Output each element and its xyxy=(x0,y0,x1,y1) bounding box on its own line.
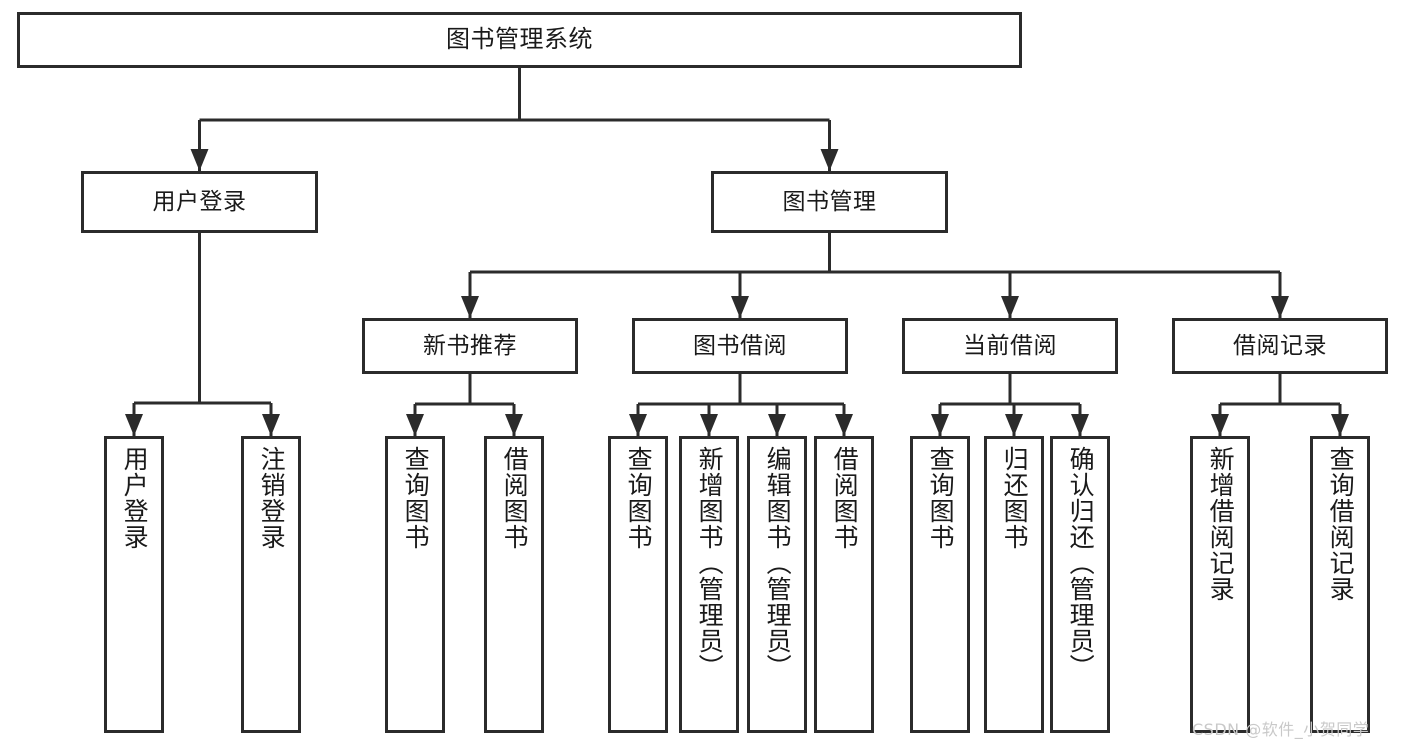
node-label: 借阅图书 xyxy=(830,446,860,550)
node-label: 注销登录 xyxy=(257,446,287,550)
node-label: 借阅图书 xyxy=(500,446,530,550)
node-label: 新增借阅记录 xyxy=(1206,446,1236,602)
node-leaf-cb-query[interactable]: 查询图书 xyxy=(910,436,970,733)
node-new-book-rec[interactable]: 新书推荐 xyxy=(362,318,578,374)
node-label: 查询图书 xyxy=(624,446,654,550)
arrowhead-icon xyxy=(1005,414,1023,436)
node-leaf-br-add[interactable]: 新增借阅记录 xyxy=(1190,436,1250,733)
node-label: 图书借阅 xyxy=(693,332,787,359)
arrowhead-icon xyxy=(629,414,647,436)
node-leaf-bb-add[interactable]: 新增图书（管理员） xyxy=(679,436,739,733)
node-leaf-rec-query[interactable]: 查询图书 xyxy=(385,436,445,733)
node-label: 用户登录 xyxy=(152,188,247,215)
node-label: 图书管理 xyxy=(782,188,877,215)
node-leaf-cb-confirm[interactable]: 确认归还（管理员） xyxy=(1050,436,1110,733)
node-book-borrow[interactable]: 图书借阅 xyxy=(632,318,848,374)
arrowhead-icon xyxy=(1001,296,1019,318)
node-current-borrow[interactable]: 当前借阅 xyxy=(902,318,1118,374)
arrowhead-icon xyxy=(406,414,424,436)
node-borrow-record[interactable]: 借阅记录 xyxy=(1172,318,1388,374)
node-book-manage[interactable]: 图书管理 xyxy=(711,171,948,233)
node-leaf-user-logout[interactable]: 注销登录 xyxy=(241,436,301,733)
node-label: 查询图书 xyxy=(926,446,956,550)
arrowhead-icon xyxy=(461,296,479,318)
arrowhead-icon xyxy=(731,296,749,318)
arrowhead-icon xyxy=(1211,414,1229,436)
arrowhead-icon xyxy=(768,414,786,436)
node-label: 新增图书（管理员） xyxy=(695,446,725,680)
node-leaf-user-login[interactable]: 用户登录 xyxy=(104,436,164,733)
arrowhead-icon xyxy=(820,149,839,171)
node-label: 新书推荐 xyxy=(423,332,517,359)
csdn-watermark: CSDN @软件_小贺同学 xyxy=(1192,720,1370,739)
arrowhead-icon xyxy=(190,149,209,171)
node-label: 当前借阅 xyxy=(963,332,1057,359)
node-label: 查询借阅记录 xyxy=(1326,446,1356,602)
node-label: 归还图书 xyxy=(1000,446,1030,550)
arrowhead-icon xyxy=(262,414,280,436)
node-label: 确认归还（管理员） xyxy=(1066,446,1096,680)
arrowhead-icon xyxy=(125,414,143,436)
node-root[interactable]: 图书管理系统 xyxy=(17,12,1022,68)
node-leaf-br-query[interactable]: 查询借阅记录 xyxy=(1310,436,1370,733)
node-leaf-bb-edit[interactable]: 编辑图书（管理员） xyxy=(747,436,807,733)
node-label: 查询图书 xyxy=(401,446,431,550)
node-label: 借阅记录 xyxy=(1233,332,1327,359)
node-leaf-bb-borrow[interactable]: 借阅图书 xyxy=(814,436,874,733)
arrowhead-icon xyxy=(931,414,949,436)
arrowhead-icon xyxy=(700,414,718,436)
node-user-login[interactable]: 用户登录 xyxy=(81,171,318,233)
node-label: 编辑图书（管理员） xyxy=(763,446,793,680)
node-leaf-bb-query[interactable]: 查询图书 xyxy=(608,436,668,733)
arrowhead-icon xyxy=(835,414,853,436)
arrowhead-icon xyxy=(505,414,523,436)
arrowhead-icon xyxy=(1331,414,1349,436)
node-label: 图书管理系统 xyxy=(446,25,593,54)
arrowhead-icon xyxy=(1071,414,1089,436)
arrowhead-icon xyxy=(1271,296,1289,318)
node-label: 用户登录 xyxy=(120,446,150,550)
node-leaf-cb-return[interactable]: 归还图书 xyxy=(984,436,1044,733)
node-leaf-rec-borrow[interactable]: 借阅图书 xyxy=(484,436,544,733)
